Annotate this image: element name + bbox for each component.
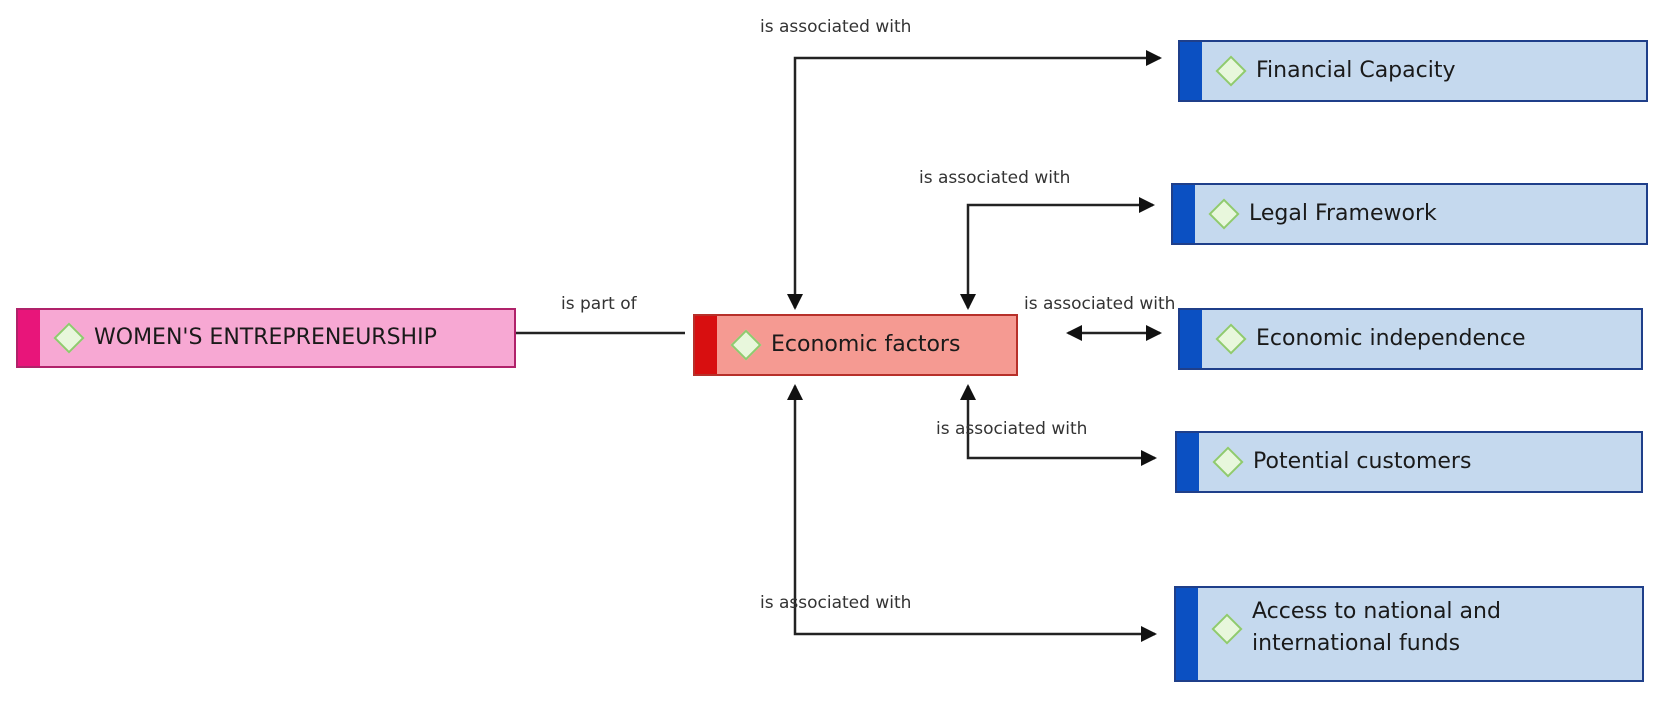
edge-label-financial-capacity: is associated with [760,17,912,37]
concept-diamond-icon [1215,55,1247,87]
concept-diamond-icon [53,322,85,354]
node-label: Legal Framework [1249,201,1437,226]
edge-financial-capacity [787,50,1162,310]
node-accent-bar [695,316,717,374]
concept-diamond-icon [1212,446,1244,478]
node-accent-bar [1180,310,1202,368]
node-financial-capacity[interactable]: Financial Capacity [1178,40,1648,102]
concept-diamond-icon [1215,323,1247,355]
edge-label-legal-framework: is associated with [919,168,1071,188]
node-label: Potential customers [1253,449,1472,474]
node-accent-bar [1176,588,1198,680]
node-label: Access to national and international fun… [1252,599,1501,656]
node-accent-bar [1177,433,1199,491]
concept-diamond-icon [1208,198,1240,230]
edge-label-part-of: is part of [561,294,637,314]
node-economic-factors[interactable]: Economic factors [693,314,1018,376]
node-access-to-funds[interactable]: Access to national and international fun… [1174,586,1644,682]
concept-diamond-icon [730,329,762,361]
node-womens-entrepreneurship[interactable]: WOMEN'S ENTREPRENEURSHIP [16,308,516,368]
edge-legal-framework [960,197,1155,310]
edge-label-economic-independence: is associated with [1024,294,1176,314]
node-label: Economic independence [1256,326,1526,351]
edge-label-potential-customers: is associated with [936,419,1088,439]
node-economic-independence[interactable]: Economic independence [1178,308,1643,370]
node-legal-framework[interactable]: Legal Framework [1171,183,1648,245]
node-potential-customers[interactable]: Potential customers [1175,431,1643,493]
edge-label-access-funds: is associated with [760,593,912,613]
node-label: Financial Capacity [1256,58,1456,83]
concept-diamond-icon [1211,613,1243,645]
node-accent-bar [1180,42,1202,100]
edge-access-funds [787,384,1157,642]
node-label: Economic factors [771,332,961,357]
node-accent-bar [18,310,40,366]
node-accent-bar [1173,185,1195,243]
node-label: WOMEN'S ENTREPRENEURSHIP [94,325,437,350]
